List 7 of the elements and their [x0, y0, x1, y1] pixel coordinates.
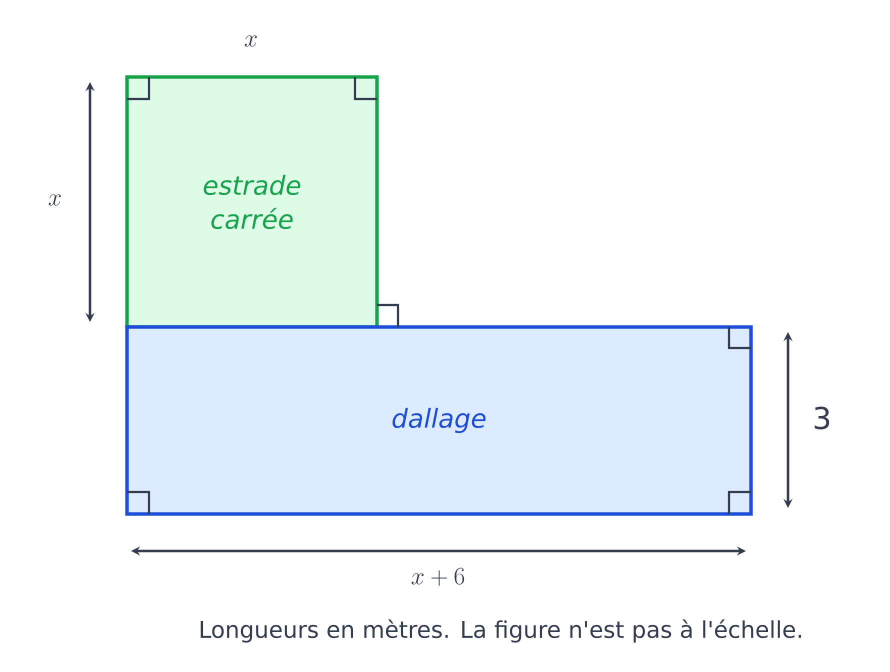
shape-box: estrade carrée	[125, 75, 379, 329]
dimension-label: $x$	[48, 194, 61, 206]
dimension-label: $x$	[244, 35, 257, 47]
dimension-label: $x + 6$	[412, 568, 464, 586]
caption: Longueurs en mètres. La figure n'est pas à l'échelle.	[200, 619, 802, 643]
shape-box: dallage	[125, 325, 753, 516]
dimension-label: 3	[814, 406, 830, 430]
